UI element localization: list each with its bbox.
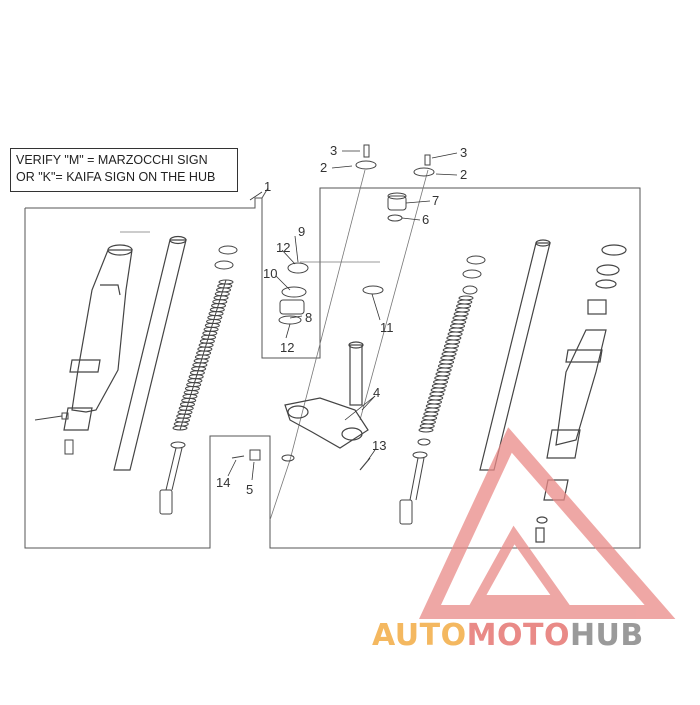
callout-8: 8 [305,310,312,325]
spring-coil [430,387,446,393]
spring-coil [441,351,457,357]
spring-coil [436,367,452,373]
spring-coil [452,315,468,321]
callout-11: 11 [380,320,394,335]
watermark-text-moto: MOTO [466,618,570,653]
watermark-brand-text: AUTOMOTOHUB [372,618,644,653]
callout-13: 13 [372,438,386,453]
spring-coil [451,319,467,325]
spring-coil [457,299,473,305]
callout-3-left: 3 [330,143,337,158]
spring-coil [423,411,439,417]
left-damper-rod [159,441,186,515]
spring-coil [435,371,451,377]
spring-coil [420,419,436,425]
callout-6: 6 [422,212,429,227]
guide-lines [120,169,429,521]
callout-3-right: 3 [460,145,467,160]
spring-coil [443,343,459,349]
spring-coil [450,323,466,329]
spring-coil [447,331,463,337]
callout-1: 1 [264,179,271,194]
watermark-logo [419,427,676,619]
spring-coil [422,415,438,421]
spring-coil [439,359,455,365]
spring-coil [454,307,470,313]
leader-lines [227,150,458,481]
left-inner-tube [113,235,187,471]
small-bolt-nut [231,449,295,462]
right-spring [462,255,486,295]
watermark-triangle-outer [419,427,676,619]
left-fork-slider [63,244,133,431]
spring-coil [425,403,441,409]
watermark-text-hub: HUB [569,618,644,653]
callout-12-top: 12 [276,240,290,255]
callout-9: 9 [298,224,305,239]
callout-14: 14 [216,475,230,490]
spring-coil [434,375,450,381]
spring-coil [440,355,456,361]
frame-outlines [24,187,641,549]
verify-note-box: VERIFY "M" = MARZOCCHI SIGN OR "K"= KAIF… [10,148,238,192]
spring-coil [429,391,445,397]
left-frame [24,187,641,549]
spring-coil [437,363,453,369]
watermark-triangle-inner [469,525,570,605]
right-fork-slider [535,244,627,543]
callout-5: 5 [246,482,253,497]
spring-coil [446,335,462,341]
spring-coil [453,311,469,317]
spring-coil [456,303,472,309]
spring-coil [428,395,444,401]
lower-triple-clamp [284,341,371,471]
top-hardware [355,144,435,222]
spring-coil [442,347,458,353]
callout-12-bottom: 12 [280,340,294,355]
watermark-text-auto: AUTO [372,618,467,653]
spring-coil [418,427,434,433]
bearing-stack [278,262,384,325]
callout-2-right: 2 [460,167,467,182]
left-bolt-lower [34,412,74,455]
right-damper-rod [399,438,431,525]
spring-coil [424,407,440,413]
spring-coil [426,399,442,405]
verify-note-line-2: OR "K"= KAIFA SIGN ON THE HUB [16,170,216,184]
spring-coil [433,379,449,385]
spring-coil [419,423,435,429]
spring-coil [458,295,474,301]
callout-2-left: 2 [320,160,327,175]
spring-coil [445,339,461,345]
callout-7: 7 [432,193,439,208]
right-spring-coils [418,295,474,433]
spring-coil [448,327,464,333]
verify-note-line-1: VERIFY "M" = MARZOCCHI SIGN [16,153,208,167]
left-spring-coils [172,279,234,431]
callout-10: 10 [263,266,277,281]
spring-coil [431,383,447,389]
callout-4: 4 [373,385,380,400]
spring-coil [172,425,188,431]
